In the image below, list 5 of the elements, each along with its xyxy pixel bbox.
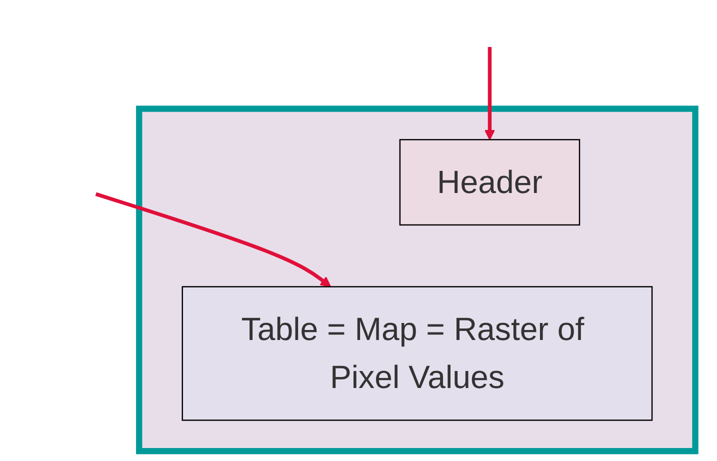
cluster: [136, 106, 698, 454]
arrow: [95, 192, 332, 288]
node-box: Table = Map = Raster of Pixel Values: [182, 286, 653, 421]
arrow: [484, 46, 496, 140]
node-box: Header: [399, 139, 580, 226]
